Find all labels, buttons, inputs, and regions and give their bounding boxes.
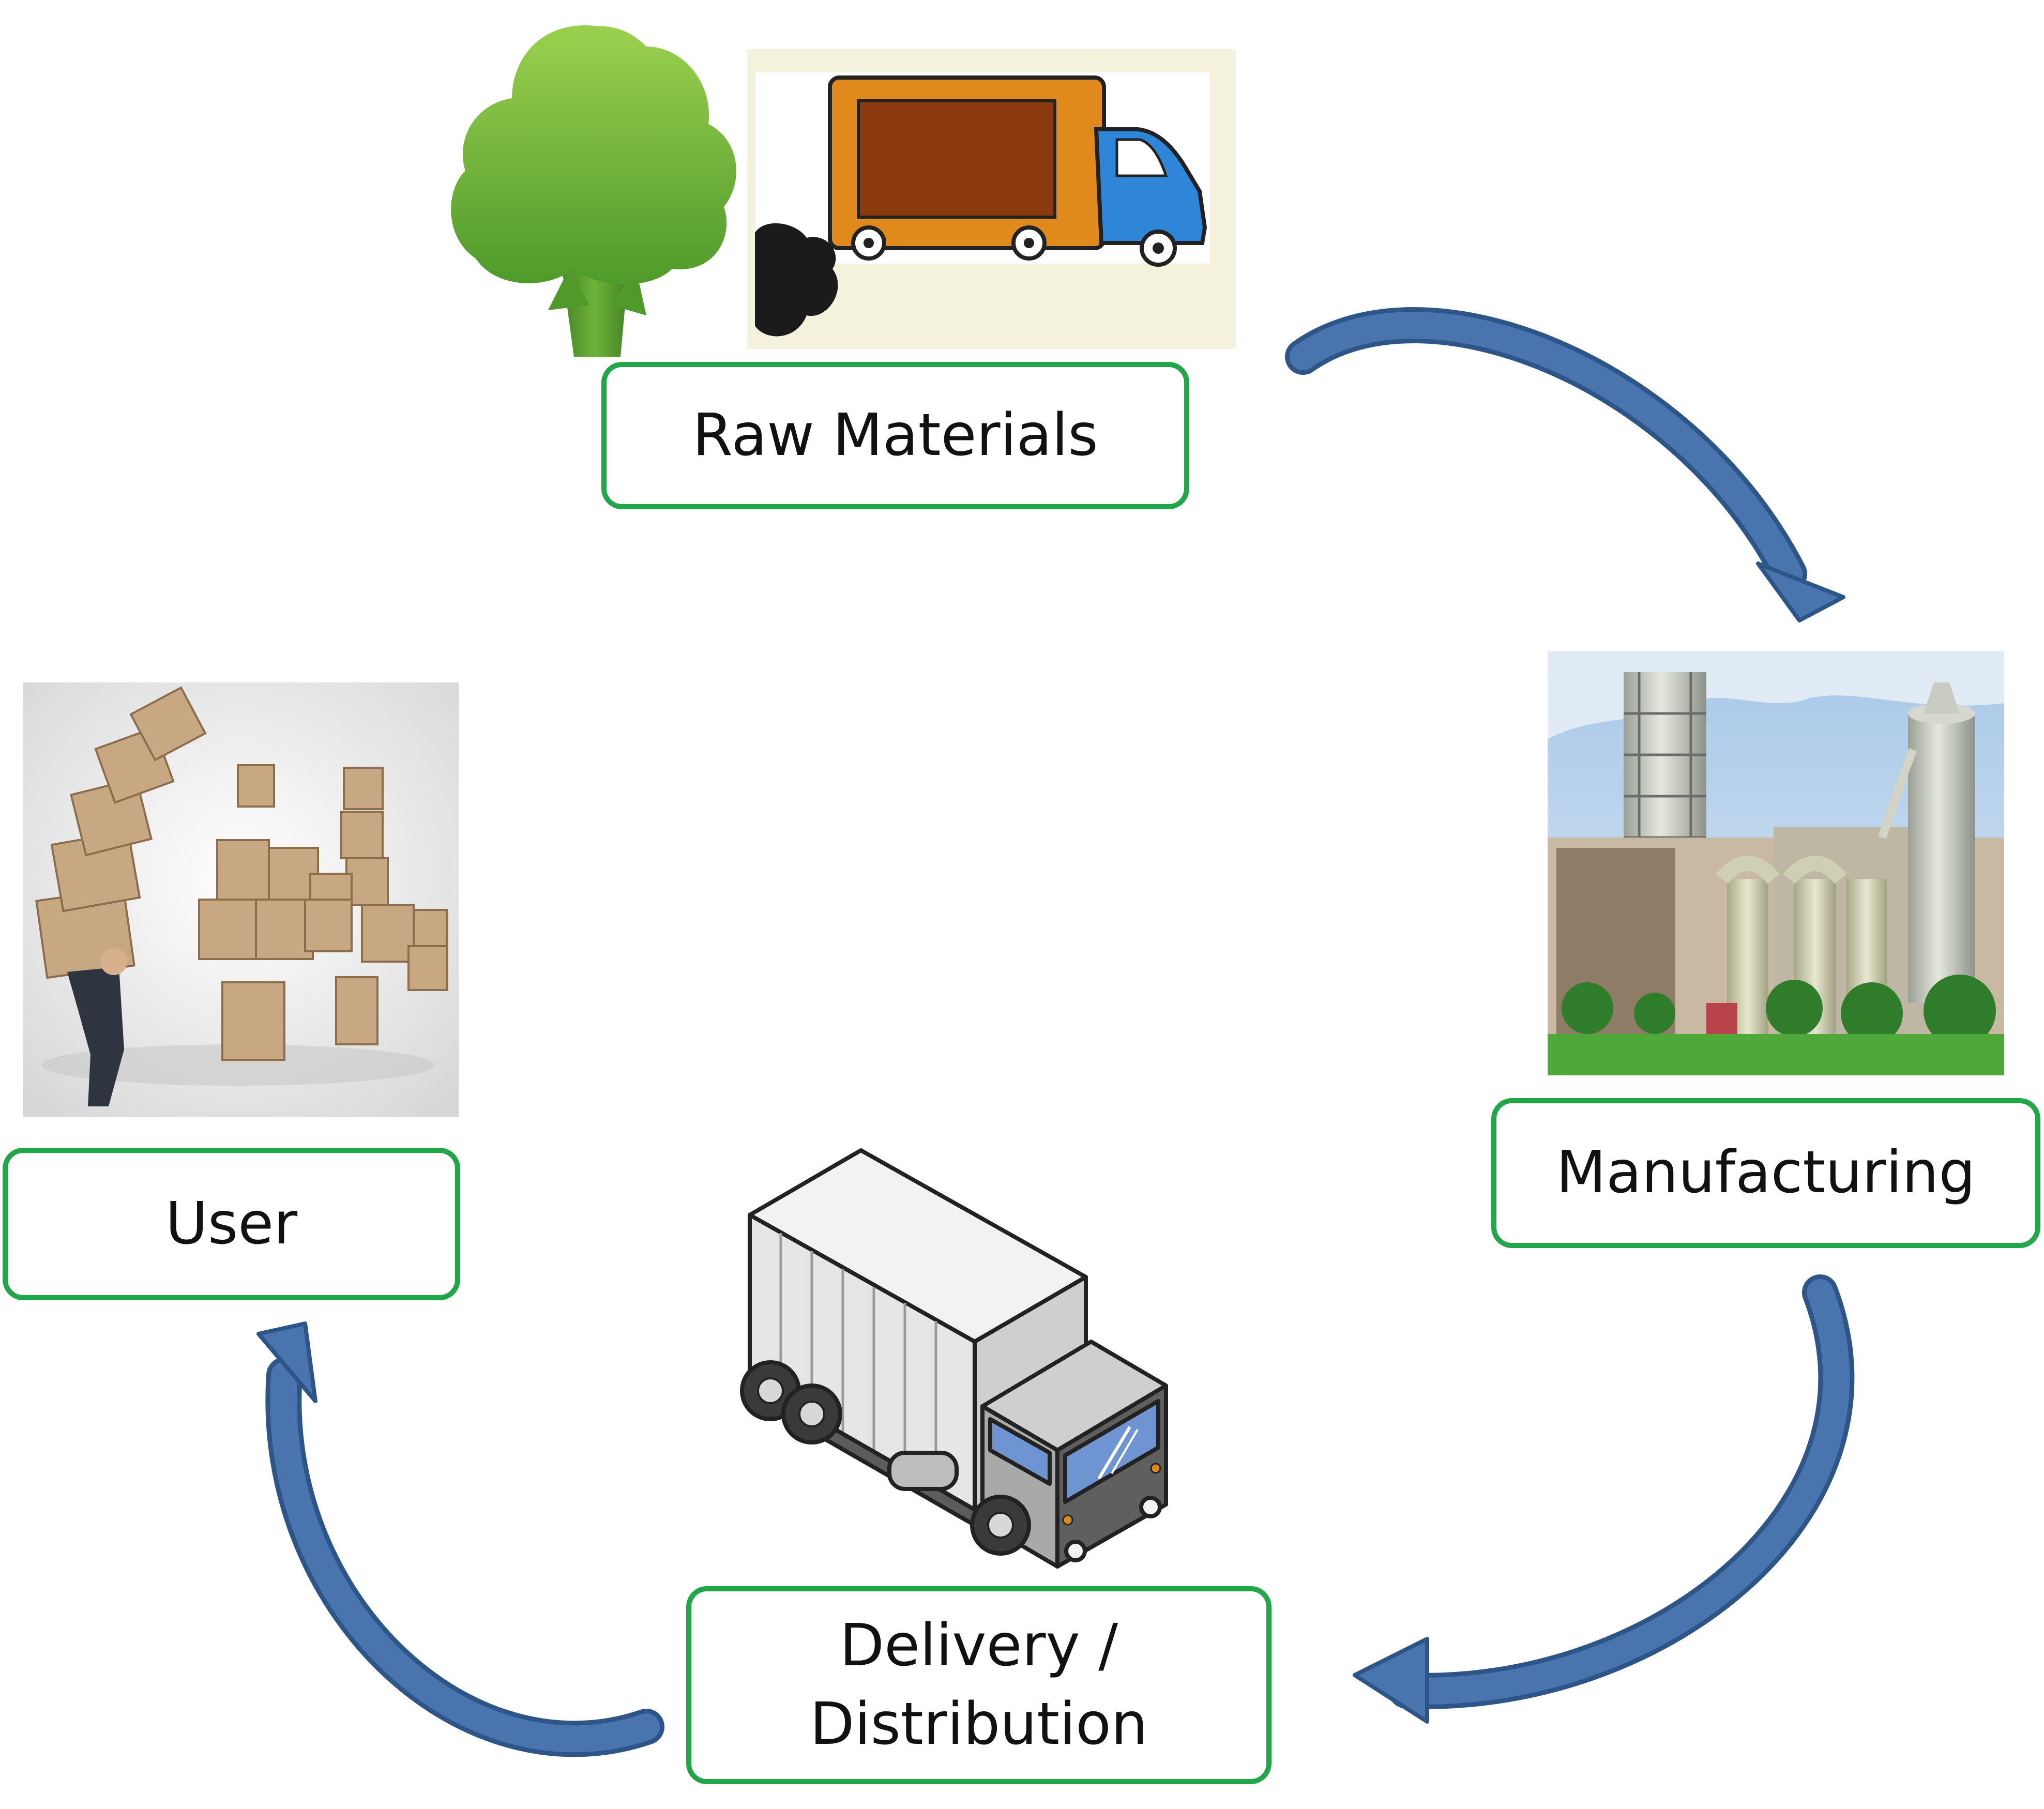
arrow-delivery-to-user (256, 1321, 664, 1757)
stage-label-raw-materials: Raw Materials (692, 401, 1098, 469)
stage-user-box: User (3, 1148, 460, 1300)
stage-label-manufacturing: Manufacturing (1556, 1139, 1976, 1207)
tree-icon (451, 25, 736, 357)
stage-manufacturing-box: Manufacturing (1491, 1098, 2040, 1248)
stage-label-delivery-line1: Delivery / (839, 1612, 1118, 1680)
cargo-truck-icon (747, 49, 1236, 349)
stage-raw-materials-box: Raw Materials (601, 362, 1189, 509)
factory-photo (1548, 651, 2004, 1075)
delivery-truck-icon (740, 1148, 1168, 1569)
stage-label-user: User (165, 1190, 298, 1257)
person-carrying-boxes-photo (23, 682, 459, 1117)
arrow-raw-to-manufacturing (1285, 307, 1845, 622)
stage-label-delivery-line2: Distribution (810, 1690, 1148, 1758)
stage-delivery-box: Delivery / Distribution (686, 1586, 1271, 1784)
arrow-manufacturing-to-delivery (1353, 1274, 1855, 1724)
